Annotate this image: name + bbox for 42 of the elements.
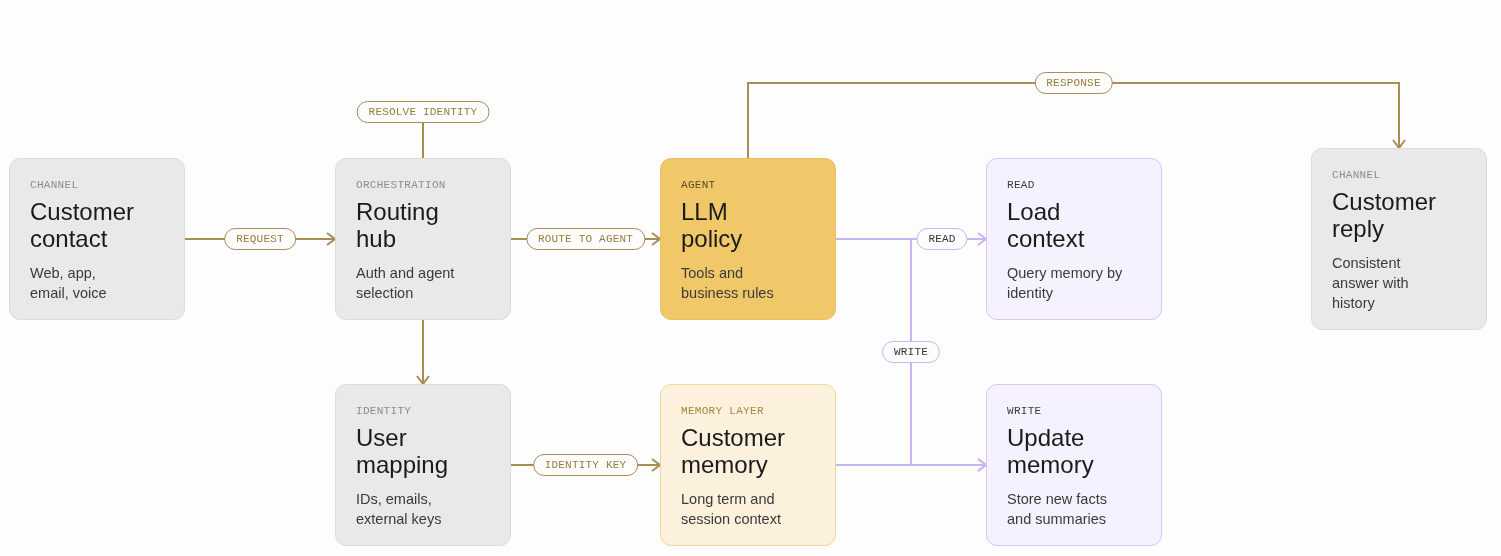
edge-label: IDENTITY KEY — [532, 454, 639, 476]
category-label: CHANNEL — [30, 178, 79, 192]
category-label: ORCHESTRATION — [356, 178, 446, 192]
category-label: READ — [1007, 178, 1035, 192]
category-label: CHANNEL — [1332, 168, 1381, 182]
category-label: WRITE — [1007, 404, 1042, 418]
card-title: Load context — [1007, 198, 1086, 252]
process-card — [986, 158, 1162, 320]
card-description: Query memory by identity — [1007, 264, 1124, 303]
card-description: IDs, emails, external keys — [356, 490, 443, 529]
card-description: Tools and business rules — [681, 264, 775, 303]
card-title: Customer reply — [1332, 188, 1438, 242]
card-title: User mapping — [356, 424, 450, 478]
card-title: Routing hub — [356, 198, 440, 252]
card-description: Consistent answer with history — [1332, 254, 1410, 313]
card-title: LLM policy — [681, 198, 744, 252]
edge-label: RESOLVE IDENTITY — [356, 101, 490, 123]
edge-label: RESPONSE — [1034, 72, 1113, 94]
edge-label: READ — [916, 228, 968, 250]
connector-arrow — [416, 319, 430, 385]
card-title: Customer contact — [30, 198, 136, 252]
connector-arrow — [747, 82, 1406, 159]
process-card — [9, 158, 185, 320]
card-description: Long term and session context — [681, 490, 782, 529]
category-label: IDENTITY — [356, 404, 412, 418]
category-label: MEMORY LAYER — [681, 404, 764, 418]
card-description: Web, app, email, voice — [30, 264, 108, 303]
connector-arrow — [835, 458, 987, 472]
edge-label: ROUTE TO AGENT — [525, 228, 646, 250]
process-card — [335, 384, 511, 546]
card-title: Update memory — [1007, 424, 1095, 478]
process-card — [1311, 148, 1487, 330]
edge-label: WRITE — [882, 341, 940, 363]
card-description: Store new facts and summaries — [1007, 490, 1108, 529]
process-card — [335, 158, 511, 320]
card-description: Auth and agent selection — [356, 264, 456, 303]
category-label: AGENT — [681, 178, 716, 192]
process-card — [660, 158, 836, 320]
card-title: Customer memory — [681, 424, 787, 478]
edge-label: REQUEST — [224, 228, 296, 250]
process-card — [986, 384, 1162, 546]
process-card — [660, 384, 836, 546]
